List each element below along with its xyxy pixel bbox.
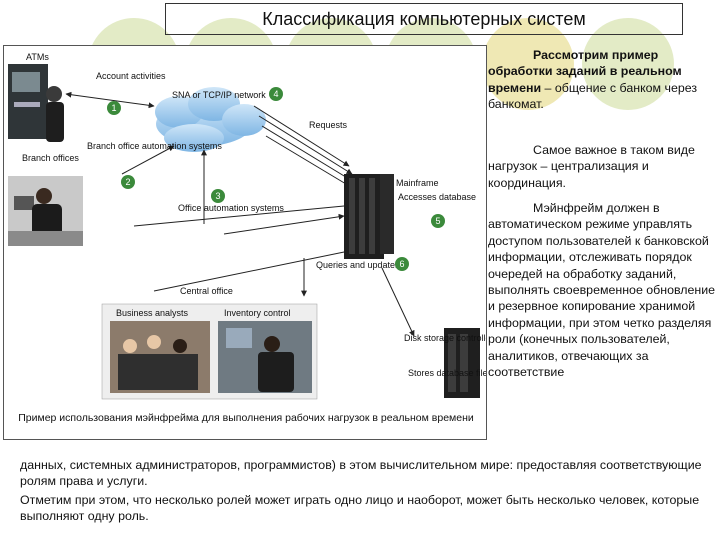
svg-text:2: 2 bbox=[125, 177, 130, 187]
label-atms: ATMs bbox=[26, 52, 49, 62]
right-paragraph-2: Самое важное в таком виде нагрузок – цен… bbox=[488, 143, 695, 190]
bg-circle bbox=[482, 18, 574, 110]
label-inventory-control: Inventory control bbox=[224, 308, 291, 318]
step-marker-6: 6 bbox=[395, 257, 409, 271]
right-paragraph-3: Мэйнфрейм должен в автоматическом режиме… bbox=[488, 201, 716, 380]
atm-photo bbox=[8, 64, 64, 142]
step-marker-4: 4 bbox=[269, 87, 283, 101]
label-mainframe: Mainframe bbox=[396, 178, 439, 188]
bottom-text: данных, системных администраторов, прогр… bbox=[20, 457, 710, 527]
label-network: SNA or TCP/IP network bbox=[172, 90, 266, 100]
label-stores-database: Stores database files bbox=[408, 368, 487, 378]
label-office-automation: Office automation systems bbox=[178, 203, 284, 213]
figure-caption: Пример использования мэйнфрейма для выпо… bbox=[18, 412, 474, 424]
bottom-paragraph-1: данных, системных администраторов, прогр… bbox=[20, 458, 702, 489]
svg-text:3: 3 bbox=[215, 191, 220, 201]
intro-rest: – общение с банком через банкомат. bbox=[488, 80, 698, 112]
step-marker-2: 2 bbox=[121, 175, 135, 189]
svg-text:1: 1 bbox=[111, 103, 116, 113]
right-paragraph-1: Рассмотрим пример обработки заданий в ре… bbox=[488, 47, 716, 113]
label-queries-updates: Queries and updates bbox=[316, 260, 400, 270]
label-requests: Requests bbox=[309, 120, 348, 130]
step-marker-1: 1 bbox=[107, 101, 121, 115]
label-business-analysts: Business analysts bbox=[116, 308, 189, 318]
label-branch-offices: Branch offices bbox=[22, 153, 79, 163]
network-cloud bbox=[155, 87, 266, 152]
label-accesses-database: Accesses database bbox=[398, 192, 476, 202]
svg-text:6: 6 bbox=[399, 259, 404, 269]
step-marker-3: 3 bbox=[211, 189, 225, 203]
mainframe-unit bbox=[344, 174, 394, 259]
label-branch-automation: Branch office automation systems bbox=[87, 141, 222, 151]
label-central-office: Central office bbox=[180, 286, 233, 296]
central-office-photos bbox=[101, 303, 318, 400]
mainframe-diagram: ATMs SNA or TCP/IP network Account activ… bbox=[3, 45, 487, 440]
branch-office-photo bbox=[8, 176, 83, 246]
diagram-canvas: ATMs SNA or TCP/IP network Account activ… bbox=[8, 52, 487, 400]
bottom-paragraph-2: Отметим при этом, что несколько ролей мо… bbox=[20, 492, 700, 524]
svg-text:4: 4 bbox=[273, 89, 278, 99]
label-disk-controller: Disk storage controller bbox=[404, 333, 487, 343]
disk-storage-unit bbox=[444, 328, 480, 398]
svg-text:5: 5 bbox=[435, 216, 440, 226]
label-account-activities: Account activities bbox=[96, 71, 166, 81]
slide-title: Классификация компьютерных систем bbox=[165, 3, 683, 35]
bg-circle bbox=[582, 18, 674, 110]
intro-bold: Рассмотрим пример обработки заданий в ре… bbox=[488, 48, 682, 95]
step-marker-5: 5 bbox=[431, 214, 445, 228]
